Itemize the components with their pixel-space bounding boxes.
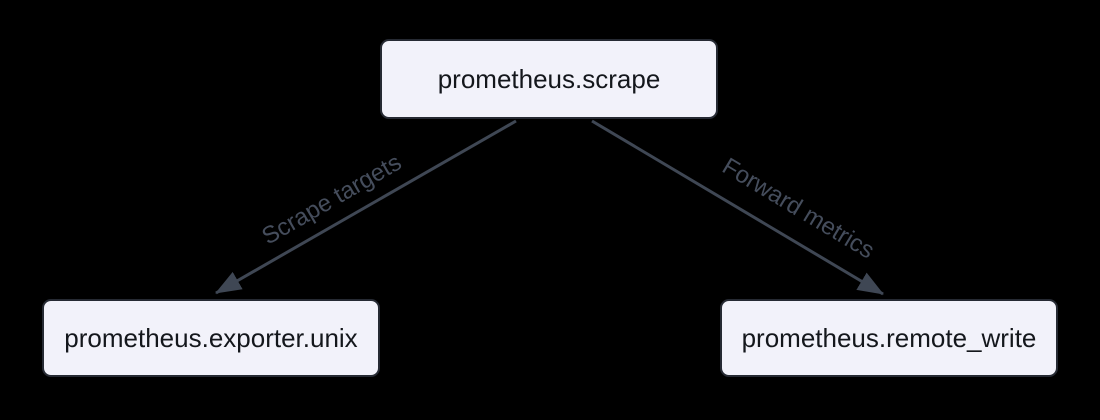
node-prometheus-remote-write-label: prometheus.remote_write — [741, 323, 1037, 353]
node-prometheus-scrape-label: prometheus.scrape — [437, 64, 661, 94]
node-prometheus-exporter-unix: prometheus.exporter.unix — [42, 299, 380, 377]
node-prometheus-scrape: prometheus.scrape — [380, 39, 718, 119]
node-prometheus-remote-write: prometheus.remote_write — [720, 299, 1058, 377]
edge-scrape-to-exporter — [215, 119, 517, 295]
node-prometheus-exporter-unix-label: prometheus.exporter.unix — [64, 323, 358, 353]
edge-scrape-to-remote-write — [591, 119, 884, 296]
